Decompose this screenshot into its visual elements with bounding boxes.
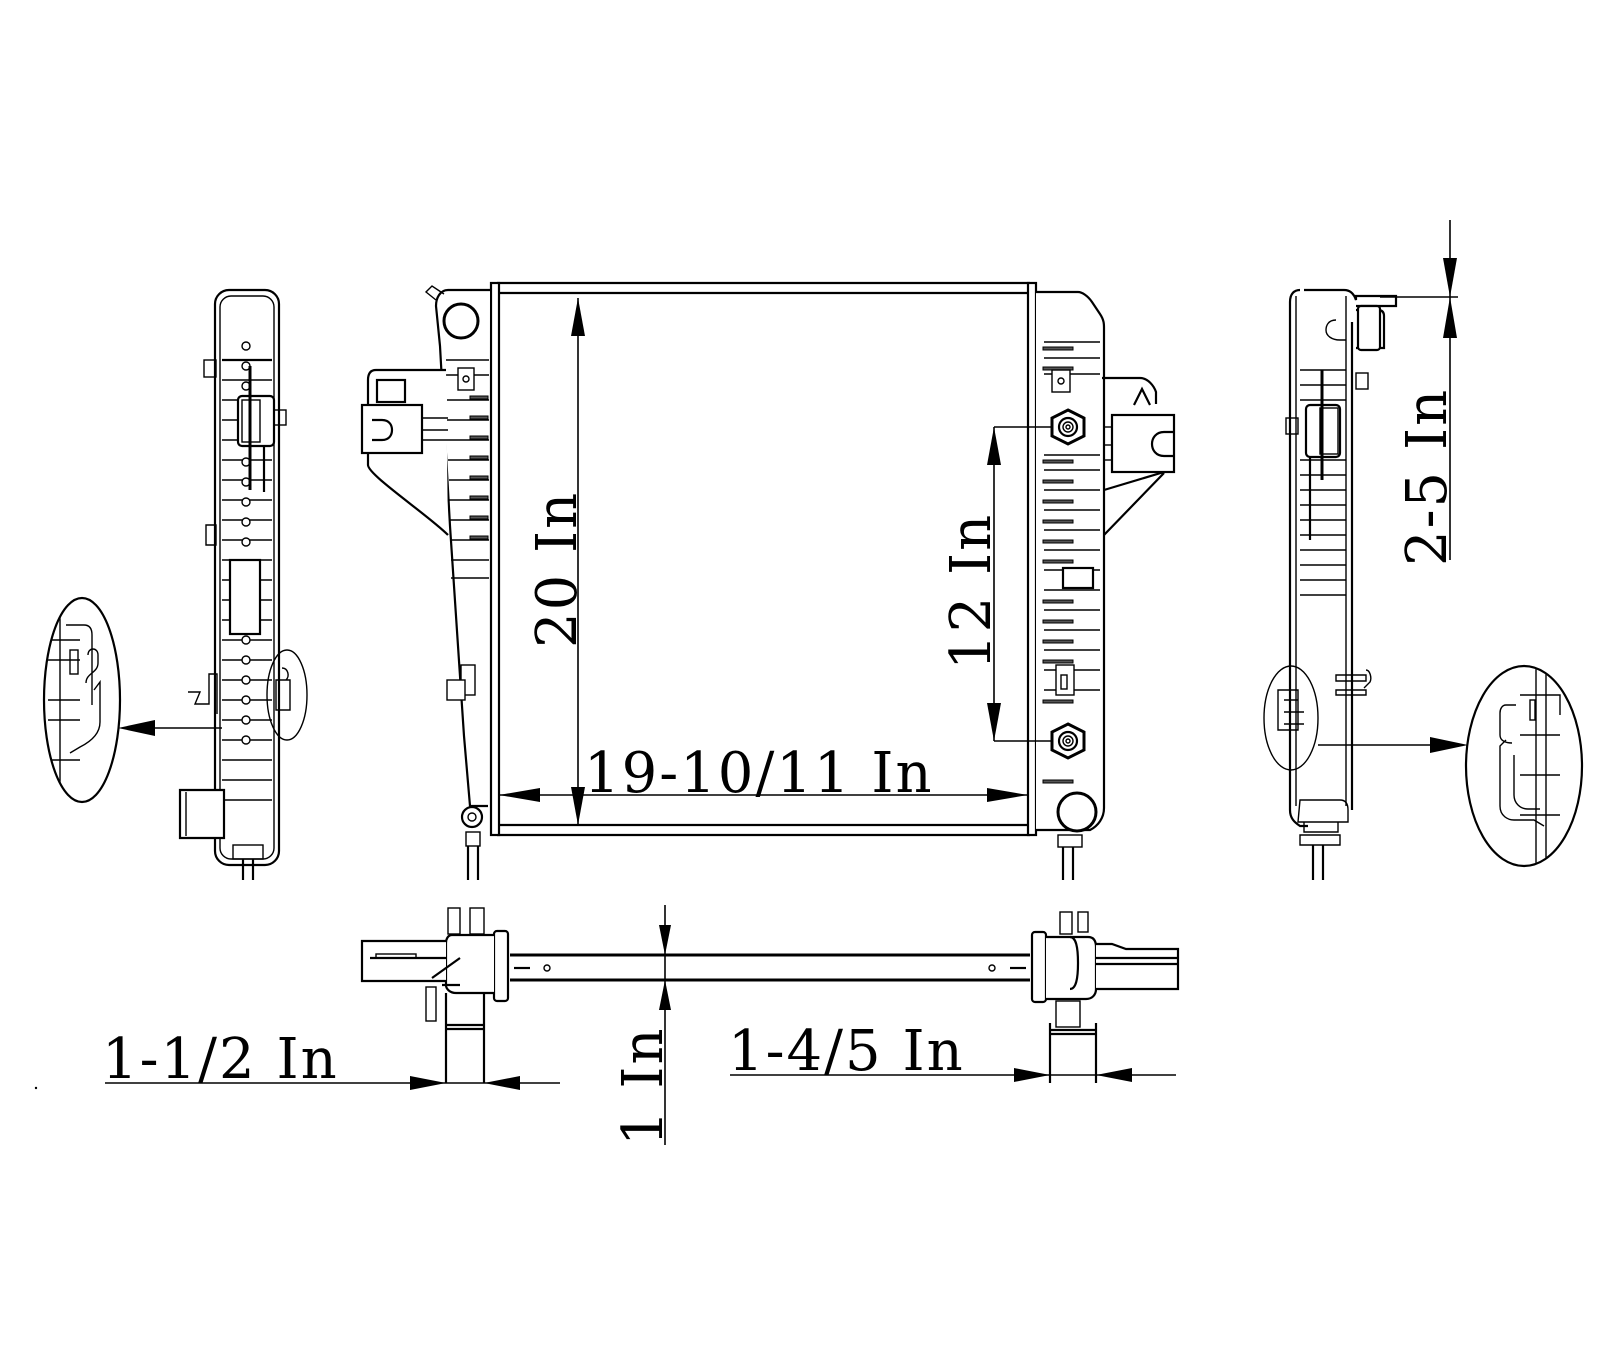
- stray-dot: [34, 1086, 38, 1090]
- front-view: [360, 281, 1176, 880]
- dimension-inlet-diameter: 1-1/2 In: [102, 1027, 560, 1092]
- top-view: [360, 907, 1180, 1083]
- right-side-view: [1263, 288, 1468, 880]
- dimension-core-thickness: 1 In: [611, 905, 676, 1146]
- left-detail-clip: [42, 596, 122, 804]
- outlet-diameter-label: 1-4/5 In: [728, 1019, 965, 1084]
- dimension-filler-offset: 2-5 In: [1380, 220, 1460, 566]
- lower-port-icon: [1050, 722, 1086, 760]
- dimension-fitting-spacing: 12 In: [939, 426, 1052, 742]
- core-width-label: 19-10/11 In: [584, 741, 934, 806]
- fitting-spacing-label: 12 In: [939, 513, 1004, 670]
- right-detail-clip: [1464, 664, 1584, 868]
- upper-port-icon: [1050, 408, 1086, 446]
- core-height-label: 20 In: [525, 491, 590, 648]
- dimension-core-width: 19-10/11 In: [499, 741, 1028, 806]
- dimension-core-height: 20 In: [525, 298, 590, 825]
- filler-offset-label: 2-5 In: [1395, 388, 1460, 566]
- dimension-outlet-diameter: 1-4/5 In: [728, 1019, 1176, 1084]
- inlet-diameter-label: 1-1/2 In: [102, 1027, 339, 1092]
- left-side-view: [118, 288, 308, 880]
- core-thickness-label: 1 In: [611, 1026, 676, 1146]
